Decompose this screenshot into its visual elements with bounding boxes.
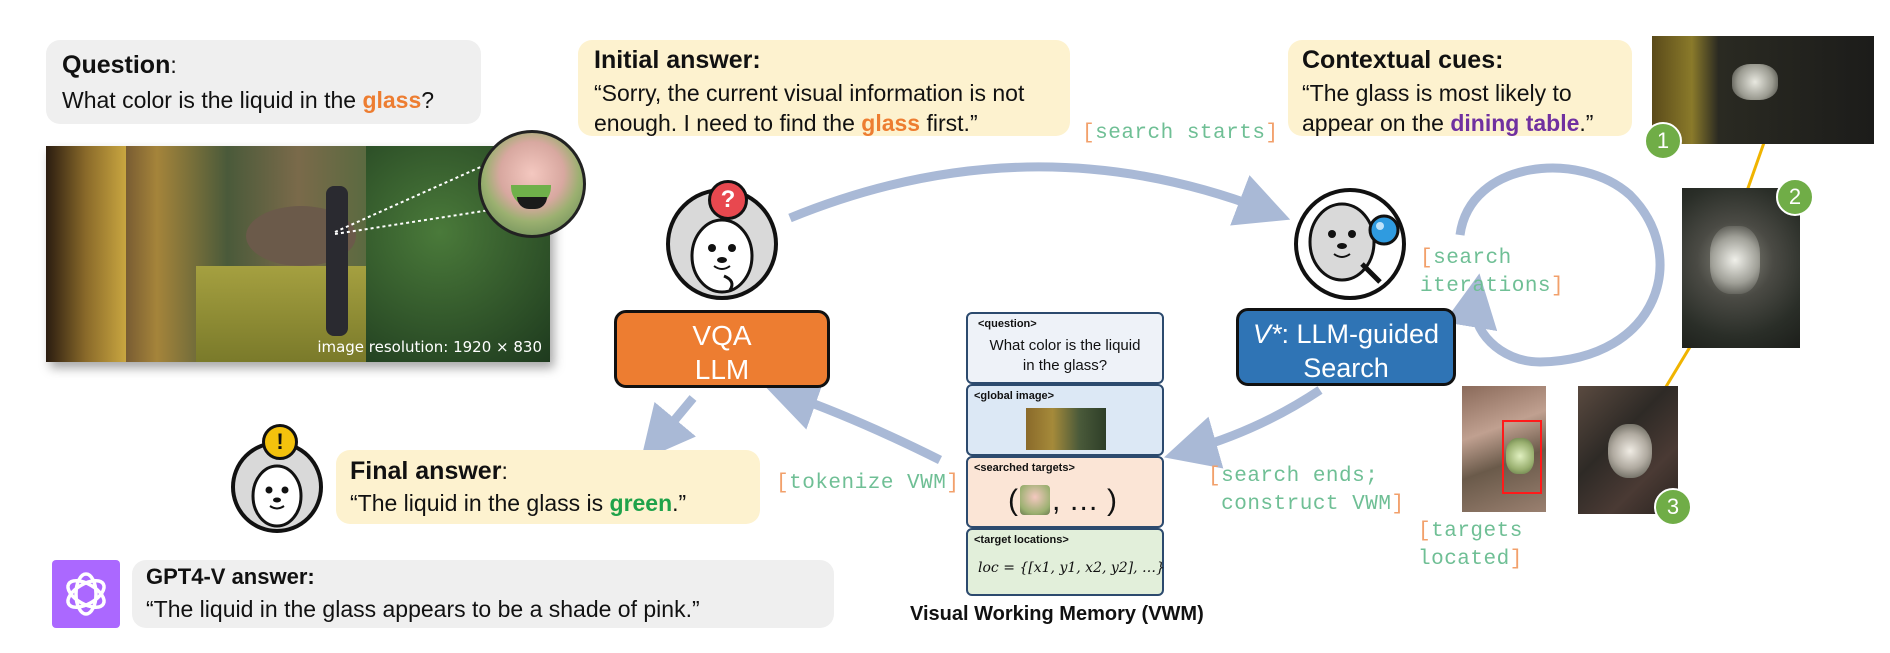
question-mark-icon: ?: [708, 180, 748, 220]
gpt4v-text: “The liquid in the glass appears to be a…: [146, 596, 700, 622]
final-answer-arrow: [640, 395, 697, 461]
gpt4v-answer-box: GPT4-V answer: “The liquid in the glass …: [132, 560, 834, 628]
scene-image: image resolution: 1920 × 830: [46, 146, 550, 362]
person: [326, 186, 348, 336]
question-label: Question: [62, 51, 171, 79]
rug: [196, 266, 396, 362]
vwm-locations-cell: <target locations> loc = {[x1, y1, x2, y…: [966, 528, 1165, 596]
seal-question-icon: ?: [664, 180, 780, 302]
curtain-left: [46, 146, 126, 362]
contextual-cues-line1: “The glass is most likely to: [1302, 80, 1572, 106]
final-answer-label: Final answer: [350, 457, 502, 485]
tokenize-label: [tokenize VWM]: [776, 472, 960, 495]
search-ends-label: [search ends; construct VWM]: [1208, 465, 1405, 516]
zoomed-glass-circle: [478, 130, 586, 238]
image-resolution-caption: image resolution: 1920 × 830: [317, 338, 542, 356]
search-iterations-loop: [1443, 163, 1665, 367]
initial-answer-box: Initial answer: “Sorry, the current visu…: [578, 40, 1070, 136]
target-thumbnail: [1020, 485, 1050, 515]
targets-located-label: [targets located]: [1418, 520, 1523, 571]
vwm-global-image-cell: <global image>: [966, 384, 1164, 456]
initial-answer-line2: enough. I need to find the glass first.”: [594, 110, 978, 136]
vwm-global-thumbnail: [1026, 408, 1106, 450]
question-box: Question: What color is the liquid in th…: [46, 40, 481, 124]
zoom-lines: [334, 164, 491, 235]
target-bounding-box: [1502, 420, 1542, 494]
step-badge-3: 3: [1654, 488, 1692, 526]
initial-answer-label: Initial answer:: [594, 46, 761, 74]
seal-alert-icon: !: [230, 424, 324, 534]
vqa-llm-box: VQA LLM: [614, 310, 830, 388]
contextual-cues-line2: appear on the dining table.”: [1302, 110, 1594, 136]
search-step-image-1: [1652, 36, 1874, 144]
final-answer-text: “The liquid in the glass is green.”: [350, 490, 687, 516]
final-answer-box: Final answer: “The liquid in the glass i…: [336, 450, 760, 524]
search-starts-label: [search starts]: [1082, 122, 1279, 145]
tokenize-arrow: [764, 378, 943, 465]
search-starts-arrow: [788, 162, 1291, 226]
step-badge-2: 2: [1776, 178, 1814, 216]
vwm-title: Visual Working Memory (VWM): [910, 603, 1204, 625]
vstar-search-box: V*: LLM-guided Search: [1236, 308, 1456, 386]
gpt4v-label: GPT4-V answer:: [146, 564, 315, 589]
initial-answer-line1: “Sorry, the current visual information i…: [594, 80, 1025, 106]
construct-vwm-arrow: [1164, 386, 1323, 469]
contextual-cues-label: Contextual cues:: [1302, 46, 1504, 74]
search-step-image-2: [1682, 188, 1800, 348]
contextual-cues-box: Contextual cues: “The glass is most like…: [1288, 40, 1632, 136]
step-badge-1: 1: [1644, 122, 1682, 160]
located-target-image: [1462, 386, 1546, 512]
vwm-panel: <question> What color is the liquid in t…: [966, 312, 1165, 596]
vwm-question-cell: <question> What color is the liquid in t…: [966, 312, 1164, 384]
search-iterations-label: [search iterations]: [1420, 247, 1565, 298]
openai-logo-icon: [52, 560, 120, 628]
seal-search-icon: [1292, 186, 1408, 302]
vwm-targets-cell: <searched targets> (, … ): [966, 456, 1164, 528]
question-text: What color is the liquid in the glass?: [62, 87, 435, 113]
alert-icon: !: [262, 424, 298, 460]
